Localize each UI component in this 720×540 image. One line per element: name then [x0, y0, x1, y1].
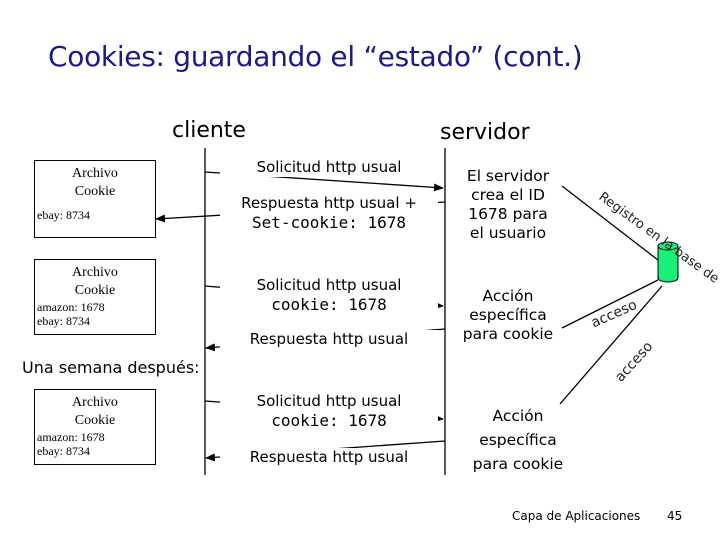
server-header: servidor [440, 120, 530, 145]
client-header: cliente [172, 118, 246, 143]
cookie-entry: ebay: 8734 [37, 208, 90, 222]
message-request-1: Solicitud http usual [220, 158, 438, 177]
db-access-line-2 [559, 285, 663, 405]
cookie-entry: amazon: 1678 [37, 300, 105, 314]
db-access-line-1 [561, 279, 659, 329]
db-register-line [561, 185, 659, 261]
database-icon [657, 241, 679, 283]
slide-title: Cookies: guardando el “estado” (cont.) [48, 40, 583, 73]
message-response-3: Respuesta http usual [220, 448, 438, 467]
cookie-entry: ebay: 8734 [37, 314, 90, 328]
cookie-entry: amazon: 1678 [37, 430, 105, 444]
footer-text: Capa de Aplicaciones [512, 509, 641, 523]
message-response-2: Respuesta http usual [220, 330, 438, 349]
cookie-entry: ebay: 8734 [37, 444, 90, 458]
page-number: 45 [667, 509, 683, 523]
week-later-label: Una semana después: [22, 358, 200, 377]
message-response-1: Respuesta http usual +Set-cookie: 1678 [220, 194, 438, 233]
